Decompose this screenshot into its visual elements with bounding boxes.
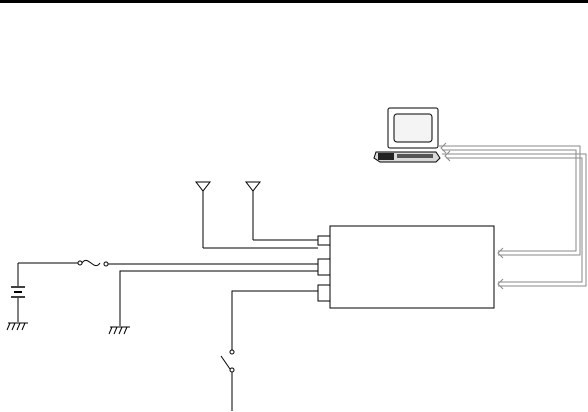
battery-icon (11, 263, 25, 322)
laptop-icon (374, 108, 440, 162)
fuse-icon (78, 260, 108, 266)
ground-icon (7, 323, 28, 330)
connector (318, 236, 330, 245)
antenna-icon (246, 182, 260, 240)
connector (318, 259, 330, 275)
connector (318, 285, 330, 301)
switch-icon (221, 350, 234, 372)
control-unit (330, 226, 494, 308)
ground-icon (109, 327, 130, 334)
antenna-icon (196, 182, 210, 248)
wire (18, 240, 318, 411)
